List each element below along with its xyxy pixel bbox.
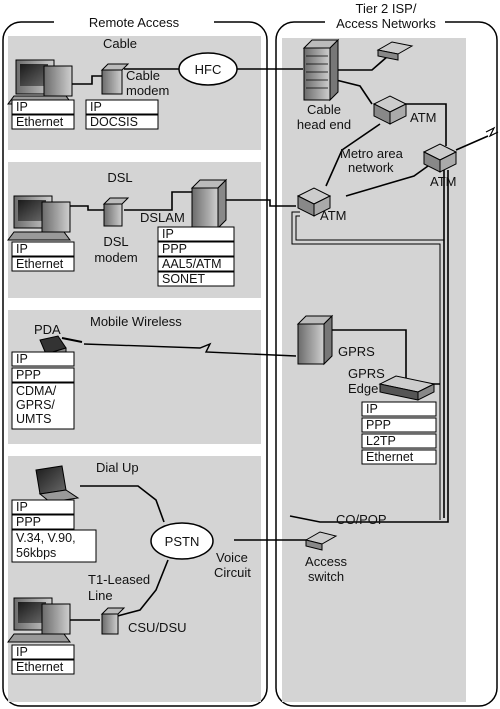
pda-label: PDA <box>34 322 61 337</box>
svg-text:PPP: PPP <box>366 418 391 432</box>
dialup-pc-stack: IP Ethernet <box>11 644 75 675</box>
gprs-edge-icon <box>378 375 436 401</box>
svg-text:Ethernet: Ethernet <box>16 257 64 271</box>
mobile-title: Mobile Wireless <box>90 314 182 329</box>
cable-pc-icon <box>7 59 73 105</box>
isp-panel: Tier 2 ISP/ Access Networks <box>275 0 498 707</box>
gprs-label: GPRS <box>338 344 375 359</box>
csu-dsu-label: CSU/DSU <box>128 620 187 635</box>
svg-text:PPP: PPP <box>162 242 187 256</box>
isp-title-line1: Tier 2 ISP/ <box>356 1 417 16</box>
cable-title: Cable <box>103 36 137 51</box>
svg-text:AAL5/ATM: AAL5/ATM <box>162 257 222 271</box>
metro-label: Metro area <box>340 146 404 161</box>
svg-text:IP: IP <box>16 352 28 366</box>
svg-text:GPRS/: GPRS/ <box>16 398 55 412</box>
hfc-cloud: HFC <box>178 52 238 86</box>
cable-modem-label: Cable <box>126 68 160 83</box>
dialup-title: Dial Up <box>96 460 139 475</box>
svg-text:SONET: SONET <box>162 272 205 286</box>
dsl-modem-label: DSL <box>103 234 128 249</box>
svg-text:IP: IP <box>16 100 28 114</box>
cable-modem-icon <box>100 63 130 95</box>
svg-text:Circuit: Circuit <box>214 565 251 580</box>
small-switch-icon <box>376 41 414 61</box>
headend-label: Cable <box>307 102 341 117</box>
atm-right-icon <box>422 143 458 173</box>
cable-pc-stack: IP Ethernet <box>11 99 75 130</box>
svg-text:IP: IP <box>16 645 28 659</box>
cable-headend-icon <box>302 38 340 102</box>
gprs-edge-stack: IP PPP L2TP Ethernet <box>361 401 437 465</box>
dialup-stack: IP PPP V.34, V.90, 56kbps <box>11 499 97 563</box>
atm-left-label: ATM <box>320 208 346 223</box>
svg-text:modem: modem <box>126 83 169 98</box>
svg-text:CDMA/: CDMA/ <box>16 384 57 398</box>
svg-text:DOCSIS: DOCSIS <box>90 115 138 129</box>
atm-left-icon <box>296 187 332 217</box>
voice-circuit-label: Voice <box>216 550 248 565</box>
dsl-pc-icon <box>7 195 71 241</box>
atm-top-label: ATM <box>410 110 436 125</box>
wireless-link <box>83 342 297 357</box>
svg-text:network: network <box>348 160 394 175</box>
gprs-server-icon <box>296 314 334 366</box>
svg-text:IP: IP <box>90 100 102 114</box>
mobile-stack: IP PPP CDMA/ GPRS/ UMTS <box>11 351 75 430</box>
remote-access-title: Remote Access <box>89 15 180 30</box>
csu-dsu-icon <box>100 607 126 635</box>
svg-text:UMTS: UMTS <box>16 412 51 426</box>
svg-text:PPP: PPP <box>16 515 41 529</box>
atm-top-icon <box>372 95 408 125</box>
svg-text:L2TP: L2TP <box>366 434 396 448</box>
dslam-icon <box>190 178 228 230</box>
pstn-cloud: PSTN <box>150 522 214 560</box>
dslam-stack: IP PPP AAL5/ATM SONET <box>157 226 235 287</box>
svg-text:IP: IP <box>162 227 174 241</box>
dsl-modem-icon <box>102 197 130 227</box>
atm-right-label: ATM <box>430 174 456 189</box>
svg-text:IP: IP <box>16 242 28 256</box>
svg-text:head end: head end <box>297 117 351 132</box>
svg-text:PSTN: PSTN <box>165 534 200 549</box>
t1-label: T1-Leased <box>88 572 150 587</box>
cable-modem-stack: IP DOCSIS <box>85 99 159 130</box>
dsl-pc-stack: IP Ethernet <box>11 241 75 272</box>
gprs-edge-label: GPRS <box>348 366 385 381</box>
copop-label: CO/POP <box>336 512 387 527</box>
offpage-link-icon <box>485 126 499 138</box>
svg-text:modem: modem <box>94 250 137 265</box>
isp-title-line2: Access Networks <box>336 16 436 31</box>
dsl-title: DSL <box>107 170 132 185</box>
access-switch-icon <box>304 531 338 551</box>
laptop-icon <box>35 465 80 503</box>
svg-text:switch: switch <box>308 569 344 584</box>
svg-text:Ethernet: Ethernet <box>16 660 64 674</box>
svg-text:Ethernet: Ethernet <box>16 115 64 129</box>
svg-text:Ethernet: Ethernet <box>366 450 414 464</box>
svg-text:IP: IP <box>16 500 28 514</box>
svg-text:Edge: Edge <box>348 381 378 396</box>
svg-text:Line: Line <box>88 588 113 603</box>
svg-text:PPP: PPP <box>16 368 41 382</box>
svg-text:56kbps: 56kbps <box>16 546 56 560</box>
svg-text:V.34, V.90,: V.34, V.90, <box>16 531 76 545</box>
access-switch-label: Access <box>305 554 347 569</box>
dslam-label: DSLAM <box>140 210 185 225</box>
svg-text:HFC: HFC <box>195 62 222 77</box>
dialup-pc-icon <box>7 597 71 643</box>
svg-text:IP: IP <box>366 402 378 416</box>
